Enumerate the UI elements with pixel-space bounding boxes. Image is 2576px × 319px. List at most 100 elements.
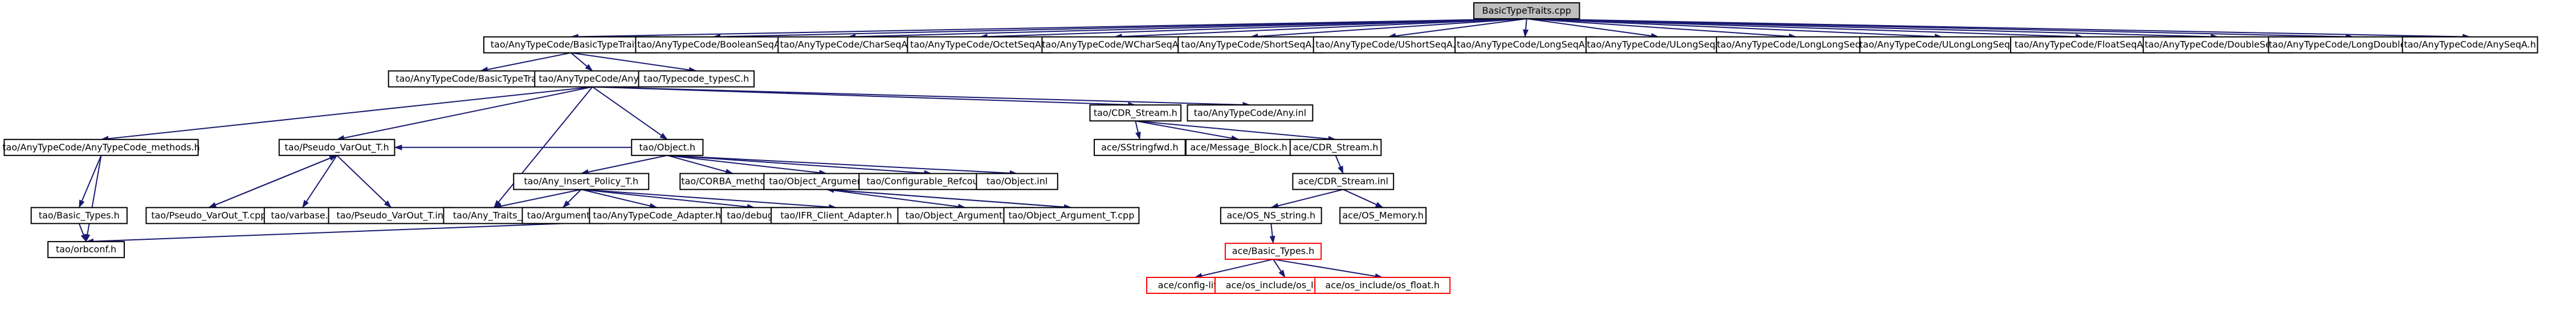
node-box (30, 207, 128, 224)
graph-node-charseq: tao/AnyTypeCode/CharSeqA.h (777, 36, 919, 54)
node-box (513, 173, 650, 190)
edge-object-to-objargt (667, 154, 828, 176)
node-label: tao/CDR_Stream.h (1094, 107, 1177, 118)
graph-node-anyinl: tao/AnyTypeCode/Any.inl (1187, 104, 1314, 122)
graph-node-any: tao/AnyTypeCode/Any.h (534, 70, 651, 88)
node-box (534, 70, 651, 88)
edge-cdr-to-msgblock (1135, 120, 1240, 141)
graph-node-pseudovarout: tao/Pseudo_VarOut_T.h (278, 138, 396, 156)
graph-node-msgblock: ace/Message_Block.h (1185, 138, 1293, 156)
edge-root-to-charseq (847, 18, 1527, 40)
node-box (1859, 36, 2025, 54)
node-box (1289, 138, 1382, 156)
node-label: tao/debug.h (727, 210, 782, 220)
graph-node-sstringfwd: ace/SStringfwd.h (1094, 138, 1186, 156)
edge-acebasictypes-to-oslimits (1273, 259, 1286, 278)
node-label: tao/AnyTypeCode/LongLongSeqA.h (1717, 39, 1876, 50)
edge-cdr-to-acecdr (1135, 120, 1336, 142)
node-label: tao/AnyTypeCode/Any.inl (1194, 107, 1306, 118)
edge-acebasictypes-to-osfloat (1273, 259, 1383, 279)
graph-node-root: BasicTypeTraits.cpp (1473, 2, 1580, 19)
node-label: tao/Argument.h (527, 210, 599, 220)
node-label: ace/OS_Memory.h (1342, 210, 1424, 221)
node-label: ace/config-lite.h (1158, 280, 1232, 291)
edge-anymethods-to-basictypes (78, 155, 102, 208)
node-box (1339, 207, 1427, 224)
graph-node-anyinsert: tao/Any_Insert_Policy_T.h (513, 173, 650, 190)
node-label: tao/AnyTypeCode/BasicTypeTraits.h (491, 39, 651, 50)
node-box (1089, 104, 1182, 122)
node-box (1220, 207, 1322, 224)
edge-objargcpp-to-objargt (826, 187, 1072, 208)
graph-node-longseq: tao/AnyTypeCode/LongSeqA.h (1454, 36, 1596, 54)
node-label: ace/CDR_Stream.inl (1298, 176, 1388, 187)
node-label: ace/OS_NS_string.h (1226, 210, 1315, 221)
node-label: tao/Pseudo_VarOut_T.cpp (151, 210, 266, 221)
graph-node-acecdrinl: ace/CDR_Stream.inl (1292, 173, 1395, 190)
graph-node-cdr: tao/CDR_Stream.h (1089, 104, 1182, 122)
graph-node-varbase: tao/varbase.h (263, 207, 341, 224)
edge-acecdrinl-to-osnsstring (1270, 189, 1344, 209)
node-label: tao/varbase.h (271, 210, 333, 220)
node-box (2010, 36, 2157, 54)
node-label: tao/AnyTypeCode/OctetSeqA.h (910, 39, 1050, 50)
graph-node-boolseq: tao/AnyTypeCode/BooleanSeqA.h (635, 36, 791, 54)
node-label: tao/Object.h (639, 142, 696, 153)
edge-any-to-pseudovarout (336, 86, 593, 141)
edge-btt-to-bttt (480, 52, 572, 72)
edge-pseudovaroutcpp-to-pseudovarout (208, 154, 338, 208)
edge-object-to-anyinsert (580, 154, 668, 175)
edge-objargt-to-objarginl (826, 189, 966, 210)
edge-object-to-corbamethods (667, 154, 733, 174)
node-label: tao/AnyTypeCode/ULongLongSeqA.h (1860, 39, 2025, 50)
node-label: tao/AnyTypeCode/Any.h (539, 73, 646, 84)
node-box (1292, 173, 1395, 190)
edge-root-to-ulongseq (1526, 18, 1660, 39)
edge-any-to-anymethods (100, 86, 593, 142)
graph-node-objargcpp: tao/Object_Argument_T.cpp (1003, 207, 1140, 224)
graph-node-longlongseq: tao/AnyTypeCode/LongLongSeqA.h (1715, 36, 1877, 54)
node-label: tao/AnyTypeCode/LongDoubleSeqA.h (2269, 39, 2438, 50)
node-box (1473, 2, 1580, 19)
graph-node-btt: tao/AnyTypeCode/BasicTypeTraits.h (483, 36, 659, 54)
node-label: tao/AnyTypeCode_Adapter.h (593, 210, 722, 221)
graph-node-ulongseq: tao/AnyTypeCode/ULongSeqA.h (1585, 36, 1732, 54)
edge-acebasictypes-to-configlite (1194, 259, 1274, 279)
node-box (1177, 36, 1324, 54)
node-label: tao/AnyTypeCode/ULongSeqA.h (1587, 39, 1730, 50)
edge-root-to-wcharseq (1114, 18, 1527, 40)
edge-anyinsert-to-debug (581, 189, 755, 210)
edge-pseudovarout-to-varbase (301, 155, 337, 208)
graph-node-pseudovaroutcpp: tao/Pseudo_VarOut_T.cpp (145, 207, 272, 224)
edge-basictypes-to-orbconf (78, 223, 87, 243)
edge-object-to-configurable (667, 154, 932, 176)
edge-osnsstring-to-acebasictypes (1269, 223, 1275, 244)
graph-node-anyseq: tao/AnyTypeCode/AnySeqA.h (2402, 36, 2538, 54)
node-box (3, 138, 199, 156)
node-label: tao/Basic_Types.h (39, 210, 120, 221)
edges-layer (78, 18, 2471, 279)
graph-node-acecdr: ace/CDR_Stream.h (1289, 138, 1382, 156)
node-label: tao/Typecode_typesC.h (643, 73, 749, 84)
node-label: tao/AnyTypeCode/WCharSeqA.h (1042, 39, 1187, 50)
edge-anyinsert-to-adapter (581, 189, 658, 209)
node-label: ace/CDR_Stream.h (1293, 142, 1379, 153)
edge-root-to-octetseq (979, 18, 1527, 40)
node-box (631, 138, 704, 156)
edge-anyinsert-to-ifrclient (581, 189, 837, 210)
node-label: BasicTypeTraits.cpp (1482, 5, 1571, 16)
graph-node-basictypes: tao/Basic_Types.h (30, 207, 128, 224)
graph-node-osnsstring: ace/OS_NS_string.h (1220, 207, 1322, 224)
edge-object-to-objectinl (667, 154, 1018, 176)
node-label: tao/Object_Argument_T.inl (906, 210, 1026, 221)
node-box (1187, 104, 1314, 122)
edge-anymethods-to-orbconf (84, 155, 102, 243)
node-label: tao/Object_Argument_T.h (769, 176, 884, 187)
node-label: tao/Configurable_Refcount.h (867, 176, 997, 187)
node-label: tao/Pseudo_VarOut_T.inl (336, 210, 446, 221)
node-box (47, 241, 125, 259)
graph-node-objectinl: tao/Object.inl (976, 173, 1058, 190)
node-box (263, 207, 341, 224)
edge-root-to-longseq (1523, 18, 1529, 38)
